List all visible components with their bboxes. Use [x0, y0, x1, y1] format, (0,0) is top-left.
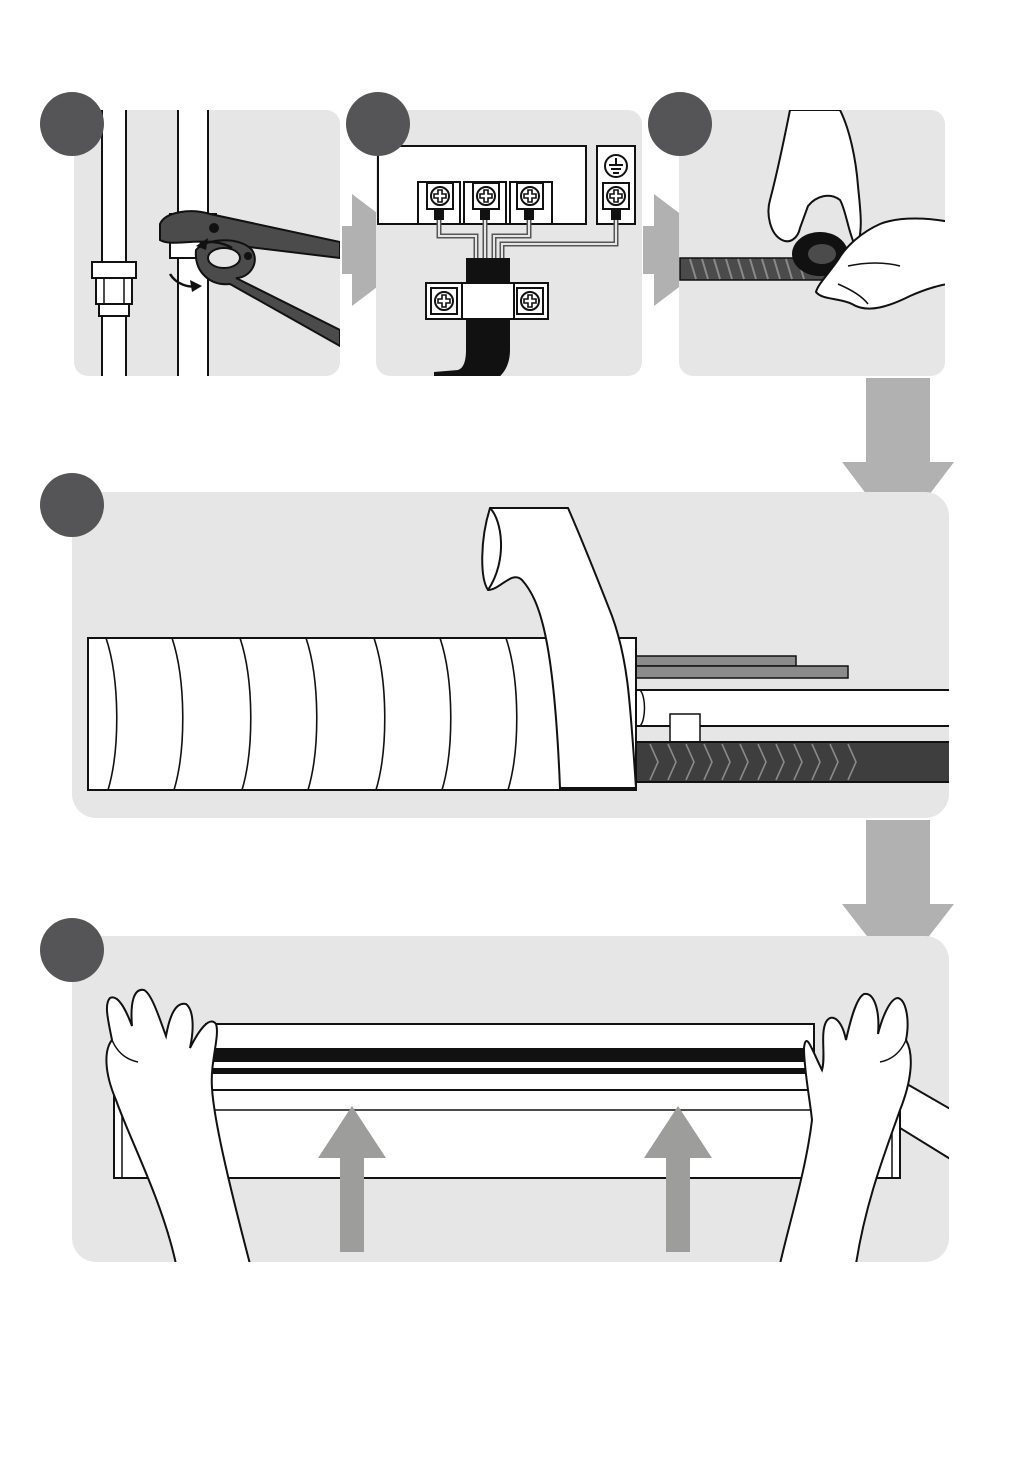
screw-icon	[603, 183, 629, 209]
step-badge	[40, 92, 104, 156]
step-badge	[40, 473, 104, 537]
screw-icon	[517, 183, 543, 209]
step-badge	[40, 918, 104, 982]
step-1-panel	[40, 92, 340, 390]
refrigerant-pipe	[620, 666, 848, 678]
screw-icon	[427, 183, 453, 209]
screw-icon	[431, 288, 457, 314]
step-badge	[346, 92, 410, 156]
screw-icon	[517, 288, 543, 314]
refrigerant-pipe	[620, 656, 796, 666]
pipe-left	[102, 100, 126, 390]
step-badge	[648, 92, 712, 156]
flare-nut	[92, 262, 136, 316]
step-4-panel	[40, 473, 963, 818]
step-2-panel	[346, 92, 642, 392]
drain-hose	[620, 742, 963, 782]
screw-icon	[473, 183, 499, 209]
ground-symbol-icon	[605, 155, 627, 177]
step-3-panel	[648, 92, 950, 376]
indoor-unit	[202, 1024, 818, 1178]
step-5-panel	[40, 918, 952, 1264]
